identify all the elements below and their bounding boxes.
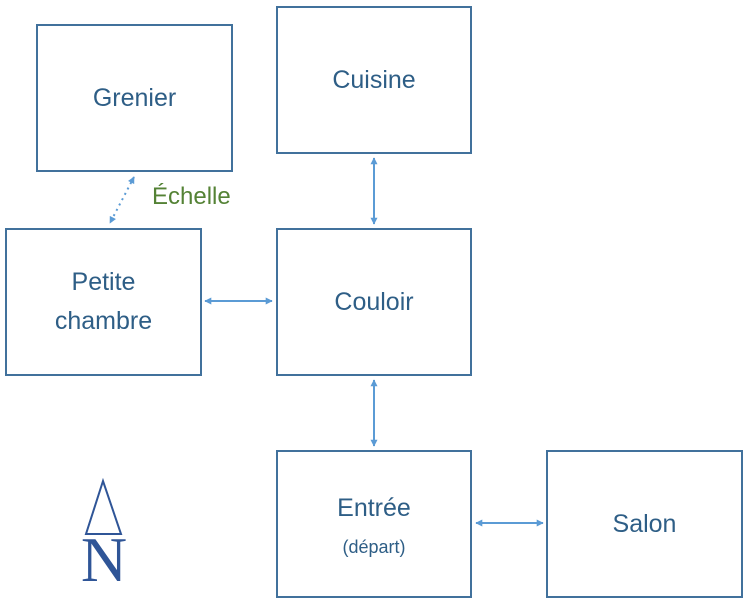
room-cuisine-label: Cuisine [332, 65, 416, 94]
compass: N [74, 478, 134, 595]
room-petite-chambre-label-line2: chambre [54, 307, 153, 335]
room-salon-label: Salon [612, 509, 677, 538]
room-entree-label: Entrée [337, 493, 411, 522]
room-petite-chambre-label-line1: Petite [71, 268, 136, 296]
north-arrow-icon [84, 478, 123, 535]
room-grenier-label: Grenier [92, 83, 177, 112]
room-couloir: Couloir [276, 228, 472, 376]
room-petite-chambre: Petite chambre [5, 228, 202, 376]
room-grenier: Grenier [36, 24, 233, 172]
arrow-ladder-grenier-petite-chambre [109, 176, 135, 224]
room-cuisine: Cuisine [276, 6, 472, 154]
ladder-label: Échelle [152, 183, 231, 210]
room-entree: Entrée (départ) [276, 450, 472, 598]
room-entree-subtitle: (départ) [342, 536, 406, 557]
compass-north-letter: N [80, 524, 128, 595]
room-couloir-label: Couloir [334, 287, 414, 316]
room-salon: Salon [546, 450, 743, 598]
